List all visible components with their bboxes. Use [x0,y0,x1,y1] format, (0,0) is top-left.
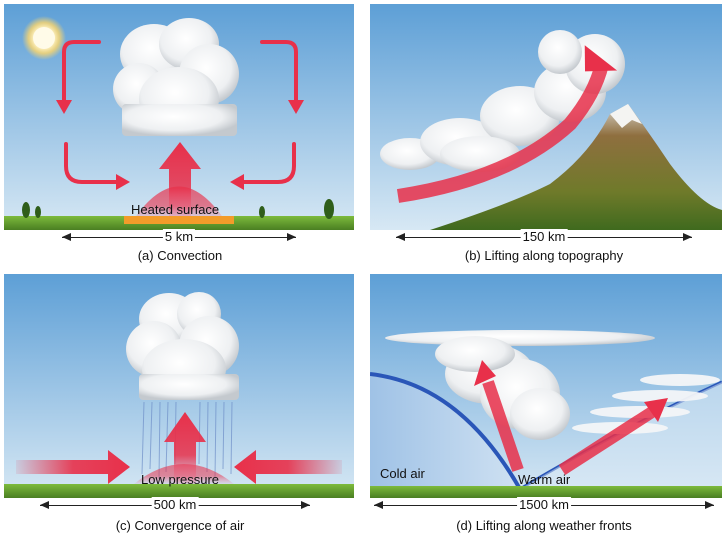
cumulus-cloud [126,292,239,400]
warm-air-label: Warm air [518,472,571,487]
cold-front-boundary [370,372,522,490]
rising-air-arrow [164,412,206,484]
heated-surface [124,216,234,224]
distance-label-b: 150 km [520,229,568,244]
distance-scale-c: 500 km [40,497,310,512]
ground [370,486,722,498]
ground [4,484,354,498]
distance-label-a: 5 km [162,229,196,244]
caption-d: (d) Lifting along weather fronts [456,518,632,533]
heated-surface-label: Heated surface [131,202,220,217]
caption-c: (c) Convergence of air [115,518,245,533]
distance-scale-b: 150 km [396,229,692,244]
rising-warm-air-arrow-warm-front [558,406,656,476]
panel-weather-fronts: Cold air Warm air [370,274,722,498]
lifting-air-arrow [396,62,609,203]
converging-air-arrow-left [16,450,130,484]
caption-a: (a) Convection [137,248,223,263]
caption-b: (b) Lifting along topography [464,248,624,263]
distance-label-d: 1500 km [517,497,571,512]
rising-warm-air-arrow-cold-front [482,380,524,472]
panel-topography [370,4,722,230]
rising-air-arrow [159,142,201,219]
topography-illustration [370,4,722,230]
trees [22,199,334,219]
cumulus-cloud [113,18,239,136]
weather-fronts-illustration [370,274,722,498]
distance-scale-d: 1500 km [374,497,714,512]
low-pressure-label: Low pressure [141,472,220,487]
convection-illustration [4,4,354,230]
cold-air-label: Cold air [380,466,425,481]
panel-convergence: Low pressure [4,274,354,498]
panel-convection: Heated surface [4,4,354,230]
cold-air-mass-left [370,374,520,489]
distance-scale-a: 5 km [62,229,296,244]
convergence-illustration [4,274,354,498]
convection-circulation-arrows [62,40,298,184]
mountain [430,104,722,230]
distance-label-c: 500 km [151,497,199,512]
converging-air-arrow-right [234,450,342,484]
